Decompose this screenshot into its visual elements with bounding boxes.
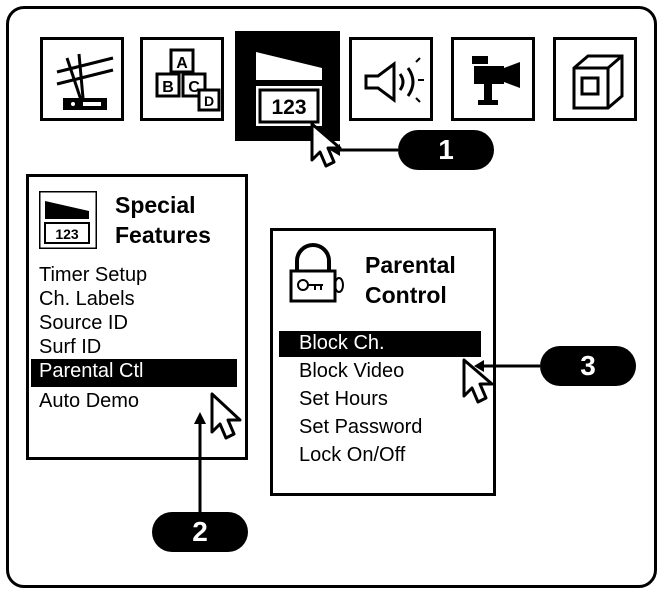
- parental-control-title-line2: Control: [365, 282, 447, 308]
- menu-item-ch-labels[interactable]: Ch. Labels: [39, 288, 135, 310]
- blocks-abc-icon[interactable]: A B C D: [140, 37, 224, 121]
- menu-item-timer-setup[interactable]: Timer Setup: [39, 264, 148, 286]
- parental-control-title-line1: Parental: [365, 252, 456, 278]
- special-features-title-line1: Special: [115, 192, 196, 218]
- menu-item-auto-demo[interactable]: Auto Demo: [39, 390, 140, 412]
- box-icon[interactable]: [553, 37, 637, 121]
- menu-item-set-hours[interactable]: Set Hours: [299, 388, 388, 410]
- clapper-label: 123: [271, 96, 306, 119]
- special-features-panel: 123 Special Features Timer Setup Ch. Lab…: [26, 174, 248, 460]
- special-features-icon[interactable]: 123: [235, 31, 340, 141]
- menu-item-parental-ctl[interactable]: Parental Ctl: [31, 359, 237, 387]
- special-features-title-line2: Features: [115, 222, 211, 248]
- block-letter: A: [176, 55, 188, 72]
- camera-icon[interactable]: [451, 37, 535, 121]
- menu-item-block-ch[interactable]: Block Ch.: [279, 331, 481, 357]
- lock-icon: [289, 243, 344, 303]
- menu-item-block-video[interactable]: Block Video: [299, 360, 405, 382]
- callout-3: 3: [540, 346, 636, 386]
- callout-2: 2: [152, 512, 248, 552]
- block-letter: D: [204, 93, 214, 109]
- block-letter: C: [188, 79, 200, 96]
- speaker-icon[interactable]: [349, 37, 433, 121]
- menu-item-surf-id[interactable]: Surf ID: [39, 336, 102, 358]
- menu-item-lock-on-off[interactable]: Lock On/Off: [299, 444, 406, 466]
- block-letter: B: [162, 79, 174, 96]
- menu-item-source-id[interactable]: Source ID: [39, 312, 128, 334]
- antenna-icon[interactable]: [40, 37, 124, 121]
- parental-control-panel: Parental Control Block Ch. Block Video S…: [270, 228, 496, 496]
- menu-item-set-password[interactable]: Set Password: [299, 416, 423, 438]
- clapper-label: 123: [55, 226, 79, 242]
- callout-1: 1: [398, 130, 494, 170]
- clapper-icon: 123: [39, 191, 97, 249]
